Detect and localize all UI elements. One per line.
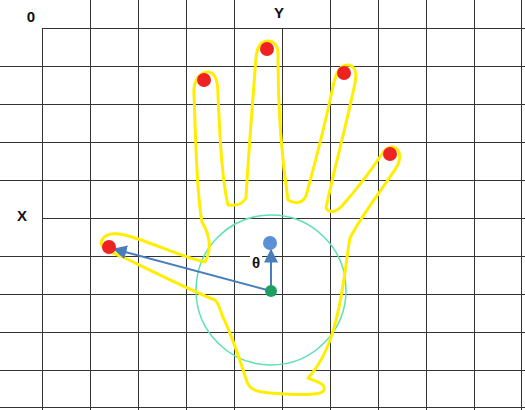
fingertip-point <box>102 240 116 254</box>
orientation-arrow <box>270 250 272 290</box>
fingertip-point <box>260 42 274 56</box>
axis-label: Y <box>272 4 286 21</box>
origin-label: 0 <box>25 8 37 25</box>
angle-label: θ <box>250 254 262 271</box>
axis-label: X <box>15 207 29 224</box>
hand-outline <box>101 41 400 395</box>
fingertip-point <box>337 66 351 80</box>
palm-center <box>265 285 277 297</box>
palm-circle <box>196 215 346 365</box>
fingertip-point <box>197 73 211 87</box>
fingertip-point <box>383 147 397 161</box>
thumb-vector-arrow <box>114 249 271 291</box>
direction-point <box>263 236 277 250</box>
